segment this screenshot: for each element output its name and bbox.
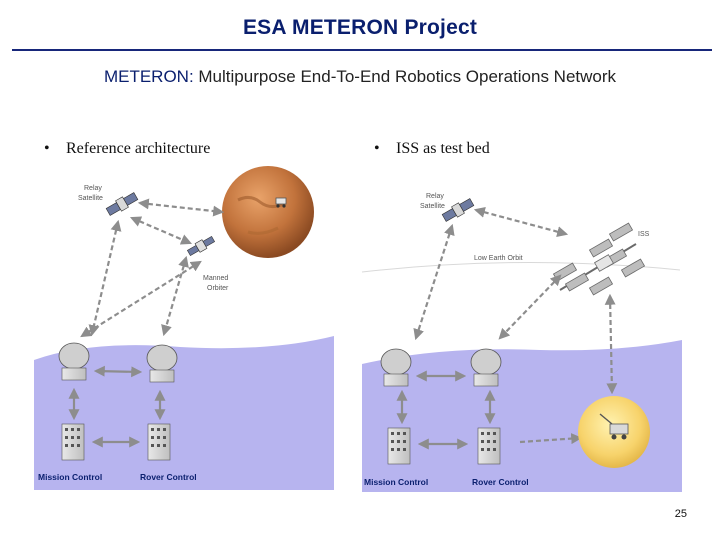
bullet-label: ISS as test bed: [396, 140, 490, 157]
left-antenna-1-icon: [58, 342, 90, 381]
left-relay-label-1: Relay: [84, 185, 102, 192]
page-number: 25: [674, 508, 687, 520]
low-earth-orbit-label: Low Earth Orbit: [474, 255, 523, 262]
left-diagram: Relay Satellite Manned Orbiter: [34, 166, 334, 490]
left-rover-control-label: Rover Control: [140, 472, 197, 482]
subtitle-keyword: METERON:: [103, 67, 194, 86]
left-orbiter-label-1: Manned: [203, 275, 228, 282]
subtitle-text: Multipurpose End-To-End Robotics Operati…: [193, 67, 617, 86]
right-mission-control-building-icon: [387, 427, 411, 465]
left-mission-control-building-icon: [61, 423, 85, 461]
right-relay-label-1: Relay: [426, 193, 444, 200]
left-orbiter-label-2: Orbiter: [207, 285, 229, 292]
right-rover-control-building-icon: [477, 427, 501, 465]
manned-orbiter-icon: [186, 235, 216, 257]
iss-label: ISS: [638, 231, 650, 238]
bullet-dot-icon: •: [374, 140, 380, 157]
bullet-dot-icon: •: [44, 140, 50, 157]
relay-satellite-icon: [105, 192, 139, 216]
right-mission-control-label: Mission Control: [364, 477, 428, 487]
left-mission-control-label: Mission Control: [38, 472, 102, 482]
title-divider: [12, 49, 712, 51]
relay-satellite-icon: [441, 198, 475, 222]
left-rover-control-building-icon: [147, 423, 171, 461]
left-relay-label-2: Satellite: [78, 195, 103, 202]
slide-title: ESA METERON Project: [242, 16, 478, 39]
right-diagram: Relay Satellite ISS Low Earth Orbit: [361, 193, 682, 492]
left-antenna-2-icon: [146, 344, 178, 383]
bullet-label: Reference architecture: [66, 140, 211, 157]
right-antenna-2-icon: [470, 348, 502, 387]
mars-planet: [222, 166, 314, 258]
surface-robot-icon: [599, 413, 629, 440]
bullet-iss-test-bed: • ISS as test bed: [374, 140, 490, 158]
bullet-reference-architecture: • Reference architecture: [44, 140, 210, 158]
right-relay-label-2: Satellite: [420, 203, 445, 210]
slide-subtitle: METERON: Multipurpose End-To-End Robotic…: [0, 67, 720, 87]
mars-rover-icon: [275, 197, 287, 208]
right-antenna-1-icon: [380, 348, 412, 387]
iss-station-icon: [552, 222, 646, 296]
right-rover-control-label: Rover Control: [472, 477, 529, 487]
